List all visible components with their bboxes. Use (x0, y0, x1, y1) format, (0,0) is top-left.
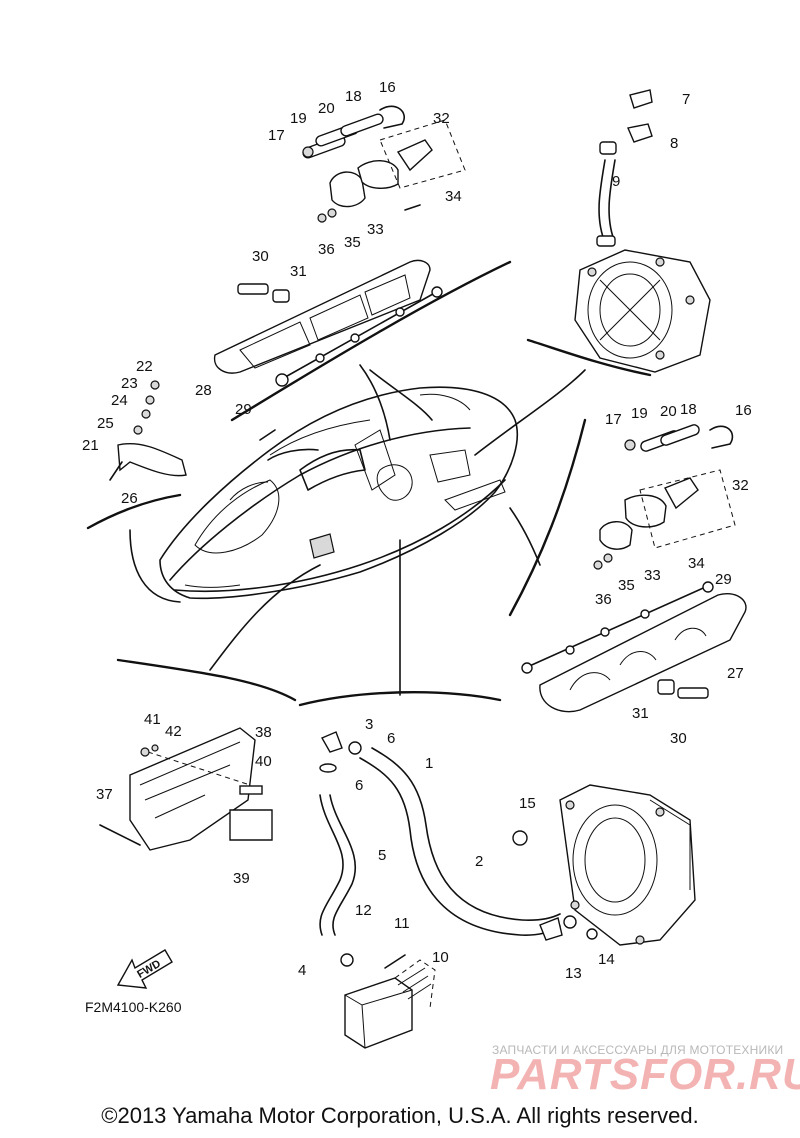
callout-13: 13 (565, 965, 582, 982)
callout-15: 15 (519, 795, 536, 812)
callout-27: 27 (727, 665, 744, 682)
callout-32: 32 (732, 477, 749, 494)
left-bracket (109, 380, 187, 481)
callout-6: 6 (355, 777, 363, 794)
callout-5: 5 (378, 847, 386, 864)
callout-19: 19 (631, 405, 648, 422)
callout-34: 34 (688, 555, 705, 572)
watermark-subtitle: ЗАПЧАСТИ И АКСЕССУАРЫ ДЛЯ МОТОТЕХНИКИ (492, 1043, 784, 1057)
callout-31: 31 (290, 263, 307, 280)
callout-19: 19 (290, 110, 307, 127)
callout-22: 22 (136, 358, 153, 375)
pump-housing-upper (574, 89, 711, 373)
callout-17: 17 (605, 411, 622, 428)
callout-23: 23 (121, 375, 138, 392)
watercraft-hull (159, 386, 519, 600)
callout-11: 11 (394, 915, 410, 932)
callout-40: 40 (255, 753, 272, 770)
callout-31: 31 (632, 705, 649, 722)
watermark-brand: PARTSFOR.RU (490, 1050, 800, 1099)
parts-diagram: FWD 123456678910111213141516161717181819… (82, 79, 752, 1049)
callout-35: 35 (618, 577, 635, 594)
callout-32: 32 (433, 110, 450, 127)
callout-33: 33 (644, 567, 661, 584)
callout-16: 16 (379, 79, 396, 96)
callout-33: 33 (367, 221, 384, 238)
leader-lines (86, 260, 652, 707)
callout-28: 28 (195, 382, 212, 399)
callout-39: 39 (233, 870, 250, 887)
callout-labels: 1234566789101112131415161617171818191920… (82, 79, 752, 982)
callout-29: 29 (235, 401, 252, 418)
top-latch-assembly (213, 105, 466, 387)
callout-20: 20 (660, 403, 677, 420)
drawing-code: F2M4100-K260 (85, 999, 182, 1015)
water-box (340, 953, 436, 1049)
callout-24: 24 (111, 392, 128, 409)
intake-cover (99, 727, 273, 851)
callout-25: 25 (97, 415, 114, 432)
callout-18: 18 (680, 401, 697, 418)
callout-34: 34 (445, 188, 462, 205)
callout-16: 16 (735, 402, 752, 419)
callout-1: 1 (425, 755, 433, 772)
callout-2: 2 (475, 853, 483, 870)
callout-14: 14 (598, 951, 615, 968)
fwd-label: FWD (135, 958, 163, 981)
callout-17: 17 (268, 127, 285, 144)
callout-21: 21 (82, 437, 99, 454)
callout-36: 36 (318, 241, 335, 258)
callout-8: 8 (670, 135, 678, 152)
callout-12: 12 (355, 902, 372, 919)
callout-9: 9 (612, 173, 620, 190)
callout-7: 7 (682, 91, 690, 108)
fwd-arrow-icon: FWD (116, 949, 173, 989)
callout-20: 20 (318, 100, 335, 117)
callout-29: 29 (715, 571, 732, 588)
callout-36: 36 (595, 591, 612, 608)
callout-18: 18 (345, 88, 362, 105)
right-latch-assembly (521, 424, 747, 713)
callout-6: 6 (387, 730, 395, 747)
callout-30: 30 (252, 248, 269, 265)
callout-4: 4 (298, 962, 306, 979)
callout-10: 10 (432, 949, 449, 966)
copyright-notice: ©2013 Yamaha Motor Corporation, U.S.A. A… (101, 1103, 699, 1128)
pump-housing-lower (512, 784, 696, 946)
callout-26: 26 (121, 490, 138, 507)
callout-42: 42 (165, 723, 182, 740)
callout-37: 37 (96, 786, 113, 803)
hoses (319, 731, 563, 941)
callout-30: 30 (670, 730, 687, 747)
callout-3: 3 (365, 716, 373, 733)
callout-38: 38 (255, 724, 272, 741)
callout-35: 35 (344, 234, 361, 251)
callout-41: 41 (144, 711, 161, 728)
